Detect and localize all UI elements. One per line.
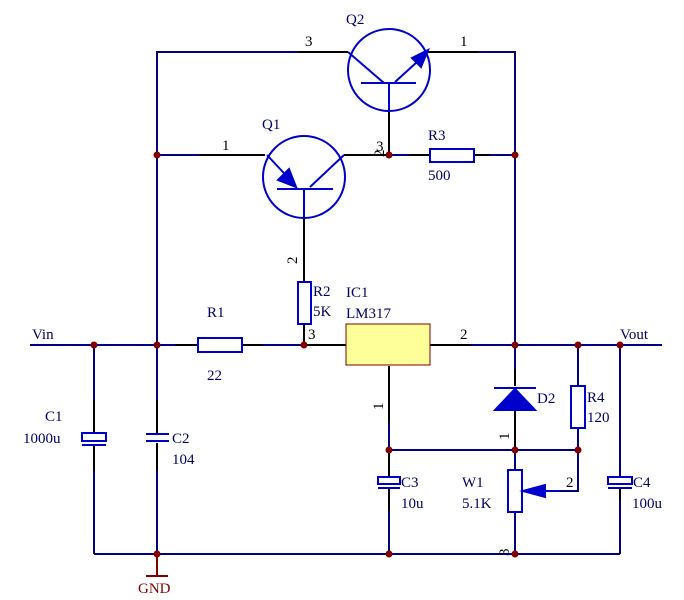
transistor-q2[interactable]: Q2 3 1 <box>305 12 468 112</box>
capacitor-c4[interactable]: C4 100u <box>607 475 663 512</box>
c4-plate-positive <box>607 476 633 485</box>
junction-dot <box>574 446 582 454</box>
resistor-r3[interactable]: R3 500 <box>428 128 475 184</box>
r2-body <box>297 281 312 325</box>
w1-pin2-lead <box>560 450 579 492</box>
c4-ref-label: C4 <box>633 475 651 491</box>
d2-ref-label: D2 <box>537 391 555 407</box>
ic1-pin2-label: 2 <box>460 327 468 343</box>
junction-dot <box>385 550 393 558</box>
wire-left-rail-top <box>156 51 298 345</box>
c2-ref-label: C2 <box>172 431 190 447</box>
junction-dot <box>300 341 308 349</box>
w1-pin3-label: 3 <box>497 549 513 557</box>
q2-ref-label: Q2 <box>346 12 364 28</box>
junction-dot <box>385 446 393 454</box>
c3-value-label: 10u <box>401 496 424 512</box>
diode-d2[interactable]: D2 1 <box>492 387 555 441</box>
junction-dot <box>574 341 582 349</box>
r1-value-label: 22 <box>207 368 222 384</box>
r2-pin3-label: 3 <box>308 327 316 343</box>
q2-pin2-label: 2 <box>372 150 388 158</box>
vout-label: Vout <box>620 327 649 343</box>
vin-label: Vin <box>32 327 54 343</box>
c1-ref-label: C1 <box>45 409 63 425</box>
r3-ref-label: R3 <box>428 128 446 144</box>
junction-dot <box>90 341 98 349</box>
junctions <box>90 151 624 558</box>
w1-ref-label: W1 <box>462 475 484 491</box>
c1-plate-positive <box>81 432 107 442</box>
q1-collector <box>309 154 345 188</box>
r4-body <box>570 385 586 429</box>
q2-pin3-label: 3 <box>305 34 313 50</box>
junction-dot <box>153 151 161 159</box>
ic1-ref-label: IC1 <box>346 285 369 301</box>
gnd-label: GND <box>138 581 171 597</box>
c3-ref-label: C3 <box>401 475 419 491</box>
regulator-ic1[interactable]: IC1 LM317 2 1 <box>345 285 468 411</box>
transistor-q1[interactable]: Q1 1 3 2 <box>222 117 388 219</box>
q2-emitter-arrow-icon <box>410 47 430 69</box>
ic1-value-label: LM317 <box>346 306 392 322</box>
ground-symbol: GND <box>138 554 171 597</box>
junction-dot <box>511 446 519 454</box>
resistor-r4[interactable]: R4 120 <box>570 385 610 429</box>
q1-ref-label: Q1 <box>262 117 280 133</box>
c3-plate-positive <box>377 476 401 485</box>
q1-pin3-label: 3 <box>376 139 384 155</box>
wires <box>30 51 662 555</box>
d2-triangle-icon <box>492 387 538 411</box>
r3-body <box>429 148 475 163</box>
capacitor-c2[interactable]: C2 104 <box>146 431 195 468</box>
wire-right-rail <box>478 51 516 345</box>
q1-pin1-label: 1 <box>222 138 230 154</box>
r3-value-label: 500 <box>428 168 451 184</box>
r1-ref-label: R1 <box>207 305 225 321</box>
c2-value-label: 104 <box>172 452 195 468</box>
potentiometer-w1[interactable]: W1 5.1K 2 3 <box>462 469 574 557</box>
junction-dot <box>511 341 519 349</box>
capacitor-c1[interactable]: C1 1000u <box>23 409 107 447</box>
w1-pin2-label: 2 <box>566 475 574 491</box>
junction-dot <box>511 550 519 558</box>
r4-ref-label: R4 <box>587 390 605 406</box>
resistor-r1[interactable]: R1 22 <box>197 305 243 384</box>
r2-pin2-label: 2 <box>285 257 301 265</box>
junction-dot <box>153 341 161 349</box>
junction-dot <box>511 151 519 159</box>
r4-value-label: 120 <box>587 410 610 426</box>
q2-collector <box>347 51 385 84</box>
junction-dot <box>153 550 161 558</box>
w1-value-label: 5.1K <box>462 496 492 512</box>
q1-emitter-arrow-icon <box>276 167 298 189</box>
junction-dot <box>385 151 393 159</box>
r2-ref-label: R2 <box>313 284 331 300</box>
r1-body <box>197 337 243 353</box>
junction-dot <box>616 341 624 349</box>
r2-value-label: 5K <box>313 304 332 320</box>
d2-pin1-label: 1 <box>497 433 513 441</box>
ic1-pin1-label: 1 <box>371 403 387 411</box>
q2-pin1-label: 1 <box>460 34 468 50</box>
c1-value-label: 1000u <box>23 431 61 447</box>
c4-value-label: 100u <box>632 496 663 512</box>
ic1-body <box>345 323 431 366</box>
resistor-r2[interactable]: R2 5K 2 3 <box>285 257 332 344</box>
capacitor-c3[interactable]: C3 10u <box>377 475 424 512</box>
w1-wiper-arrow-icon <box>519 483 546 499</box>
